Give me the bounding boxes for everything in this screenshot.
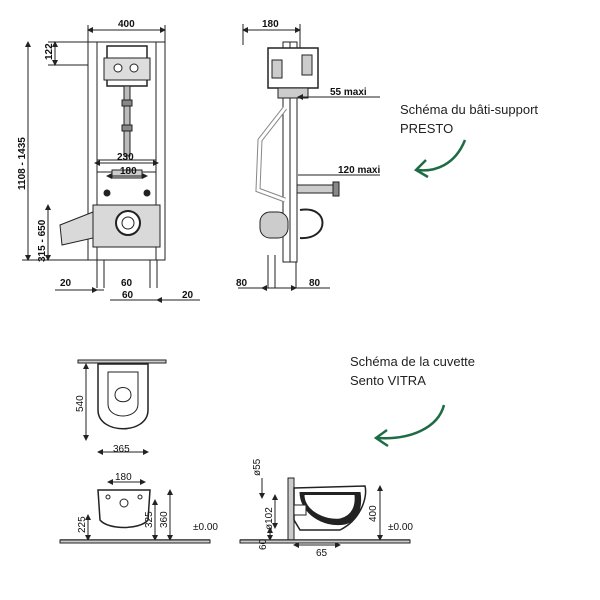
dim-bottom-left: 60 xyxy=(121,278,133,289)
dim-fix-spacing: 180 xyxy=(115,472,132,483)
bowl-side-labels: ø55 ø102 60 65 400 ±0.00 xyxy=(252,458,413,559)
dim-side-left-80: 80 xyxy=(236,278,248,289)
dim-inner: 180 xyxy=(120,166,137,177)
curved-arrow-icon-2 xyxy=(377,404,446,440)
frame-front-dimension-labels: 400 122 1108 - 1435 315 - 650 230 180 20… xyxy=(17,19,194,301)
frame-caption-line1: Schéma du bâti-support xyxy=(400,102,539,117)
bowl-caption: Schéma de la cuvette Sento VITRA xyxy=(350,352,475,390)
bowl-back-labels: 180 225 325 360 ±0.00 xyxy=(77,472,218,533)
dim-bottom-right: 60 xyxy=(122,290,134,301)
frame-front-view xyxy=(22,25,200,303)
dim-right-edge: 20 xyxy=(182,290,194,301)
dim-d55: ø55 xyxy=(252,458,263,476)
curved-arrow-icon xyxy=(417,139,467,172)
dim-bowl-width: 365 xyxy=(113,444,130,455)
dim-floor-side: ±0.00 xyxy=(388,522,413,533)
bowl-caption-line1: Schéma de la cuvette xyxy=(350,354,476,369)
dim-left-edge: 20 xyxy=(60,278,72,289)
frame-side-dimension-labels: 180 55 maxi 120 maxi 80 80 xyxy=(236,19,380,289)
dim-325: 325 xyxy=(144,511,155,528)
dim-length: 540 xyxy=(75,395,86,412)
bowl-back-view xyxy=(59,479,211,544)
dim-400: 400 xyxy=(368,505,379,522)
dim-120-maxi: 120 maxi xyxy=(338,165,380,176)
bowl-side-view xyxy=(239,477,411,548)
dim-outlet-range: 315 - 650 xyxy=(37,219,48,262)
dim-spacing: 230 xyxy=(117,152,134,163)
dim-height-range: 1108 - 1435 xyxy=(17,137,28,190)
dim-floor-back: ±0.00 xyxy=(193,522,218,533)
dim-depth: 180 xyxy=(262,19,279,30)
bowl-caption-line2: Sento VITRA xyxy=(350,373,426,388)
dim-side-right-80: 80 xyxy=(309,278,321,289)
bowl-top-view xyxy=(77,359,167,455)
dim-360: 360 xyxy=(159,511,170,528)
dim-55-maxi: 55 maxi xyxy=(330,87,367,98)
bowl-top-labels: 540 365 xyxy=(75,395,130,455)
dim-top: 122 xyxy=(44,43,55,60)
frame-side-view xyxy=(238,24,380,291)
dim-60: 60 xyxy=(258,538,269,550)
frame-caption: Schéma du bâti-support PRESTO xyxy=(400,100,538,138)
frame-caption-line2: PRESTO xyxy=(400,121,454,136)
dim-225: 225 xyxy=(77,516,88,533)
dim-d102: ø102 xyxy=(264,507,275,530)
arrowhead-icon-2 xyxy=(373,428,389,448)
dim-65: 65 xyxy=(316,548,328,559)
dim-width: 400 xyxy=(118,19,135,30)
arrowhead-icon xyxy=(413,159,429,179)
